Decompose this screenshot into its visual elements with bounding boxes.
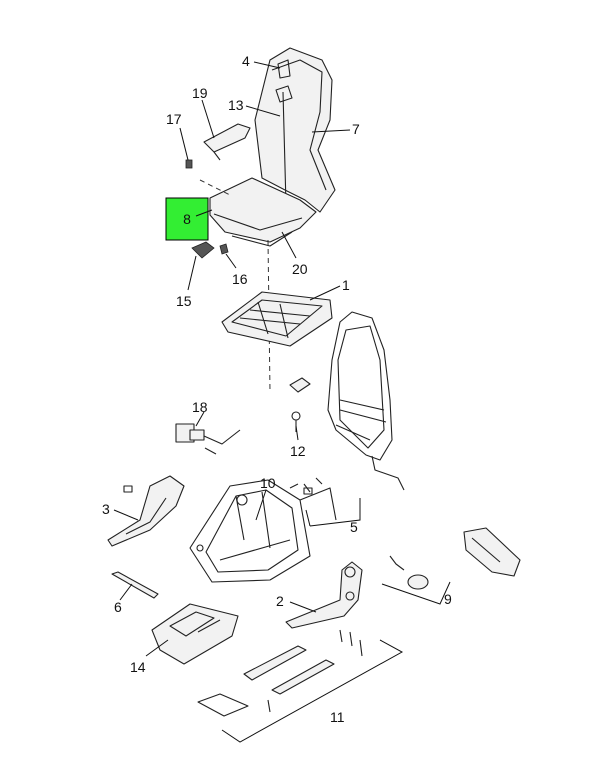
alignment-line: [199, 179, 231, 196]
leader-14: [145, 639, 169, 657]
leader-10: [255, 489, 267, 521]
callout-11[interactable]: 11: [330, 709, 345, 725]
leader-17: [179, 127, 189, 161]
seat-belt-buckle: [289, 377, 311, 393]
highlight-box[interactable]: [165, 197, 209, 241]
callout-14[interactable]: 14: [130, 639, 169, 675]
callout-19[interactable]: 19: [192, 85, 215, 139]
leader-20: [281, 231, 297, 259]
leader-12: [295, 425, 299, 441]
callout-label-9: 9: [444, 591, 452, 607]
callout-4[interactable]: 4: [242, 53, 281, 69]
hardware-kit-5: [289, 477, 323, 495]
callout-label-12: 12: [290, 443, 306, 459]
callout-label-19: 19: [192, 85, 208, 101]
callout-13[interactable]: 13: [228, 97, 281, 117]
bracket-11: [221, 639, 404, 743]
callout-label-20: 20: [292, 261, 308, 277]
leader-8: [195, 209, 213, 217]
leader-6: [119, 583, 133, 601]
leader-4: [253, 61, 281, 69]
callout-label-18: 18: [192, 399, 208, 415]
seat-pan: [221, 291, 333, 347]
callout-6[interactable]: 6: [114, 583, 133, 615]
callout-9[interactable]: 9: [444, 591, 452, 607]
callout-18[interactable]: 18: [192, 399, 208, 427]
left-side-shield: [107, 475, 185, 547]
callout-label-15: 15: [176, 293, 192, 309]
leader-1: [309, 285, 341, 301]
callout-label-13: 13: [228, 97, 244, 113]
leader-7: [311, 129, 351, 133]
callout-label-16: 16: [232, 271, 248, 287]
seat-base: [151, 603, 239, 665]
armrest-screw: [185, 159, 193, 169]
callout-5[interactable]: 5: [350, 519, 358, 535]
callout-16[interactable]: 16: [225, 253, 248, 287]
callout-label-11: 11: [330, 709, 345, 725]
callout-label-14: 14: [130, 659, 146, 675]
seat-cushion: [209, 177, 317, 247]
callout-7[interactable]: 7: [311, 121, 360, 137]
callout-label-6: 6: [114, 599, 122, 615]
callout-12[interactable]: 12: [290, 425, 306, 459]
callout-label-17: 17: [166, 111, 182, 127]
callout-15[interactable]: 15: [176, 255, 197, 309]
seat-tracks: [197, 629, 363, 717]
leader-15: [187, 255, 197, 291]
mounting-bracket: [463, 527, 521, 577]
callout-label-5: 5: [350, 519, 358, 535]
callout-label-4: 4: [242, 53, 250, 69]
callout-label-7: 7: [352, 121, 360, 137]
callout-label-3: 3: [102, 501, 110, 517]
lumbar-motor: [175, 423, 241, 455]
callout-17[interactable]: 17: [166, 111, 189, 161]
leader-18: [195, 411, 205, 427]
armrest: [203, 123, 251, 161]
seat-back-frame: [327, 311, 405, 491]
clip-part: [219, 243, 229, 255]
callout-2[interactable]: 2: [276, 593, 317, 613]
leader-3: [113, 509, 139, 521]
leader-2: [289, 601, 317, 613]
callout-20[interactable]: 20: [281, 231, 308, 277]
callout-10[interactable]: 10: [255, 475, 276, 521]
leader-19: [201, 99, 215, 139]
switch-bezel: [191, 241, 215, 259]
callout-3[interactable]: 3: [102, 501, 139, 521]
callout-label-2: 2: [276, 593, 284, 609]
right-side-shield: [285, 561, 363, 629]
leader-13: [245, 105, 281, 117]
bracket-9: [381, 581, 451, 605]
highlight-label: 8: [183, 211, 191, 227]
callout-label-10: 10: [260, 475, 276, 491]
strap: [111, 571, 159, 599]
callout-1[interactable]: 1: [309, 277, 350, 301]
bracket-5: [305, 498, 361, 527]
seat-adjuster-frame: [189, 479, 337, 583]
callout-label-1: 1: [342, 277, 350, 293]
leader-16: [225, 253, 237, 269]
recliner-knob: [389, 555, 429, 590]
